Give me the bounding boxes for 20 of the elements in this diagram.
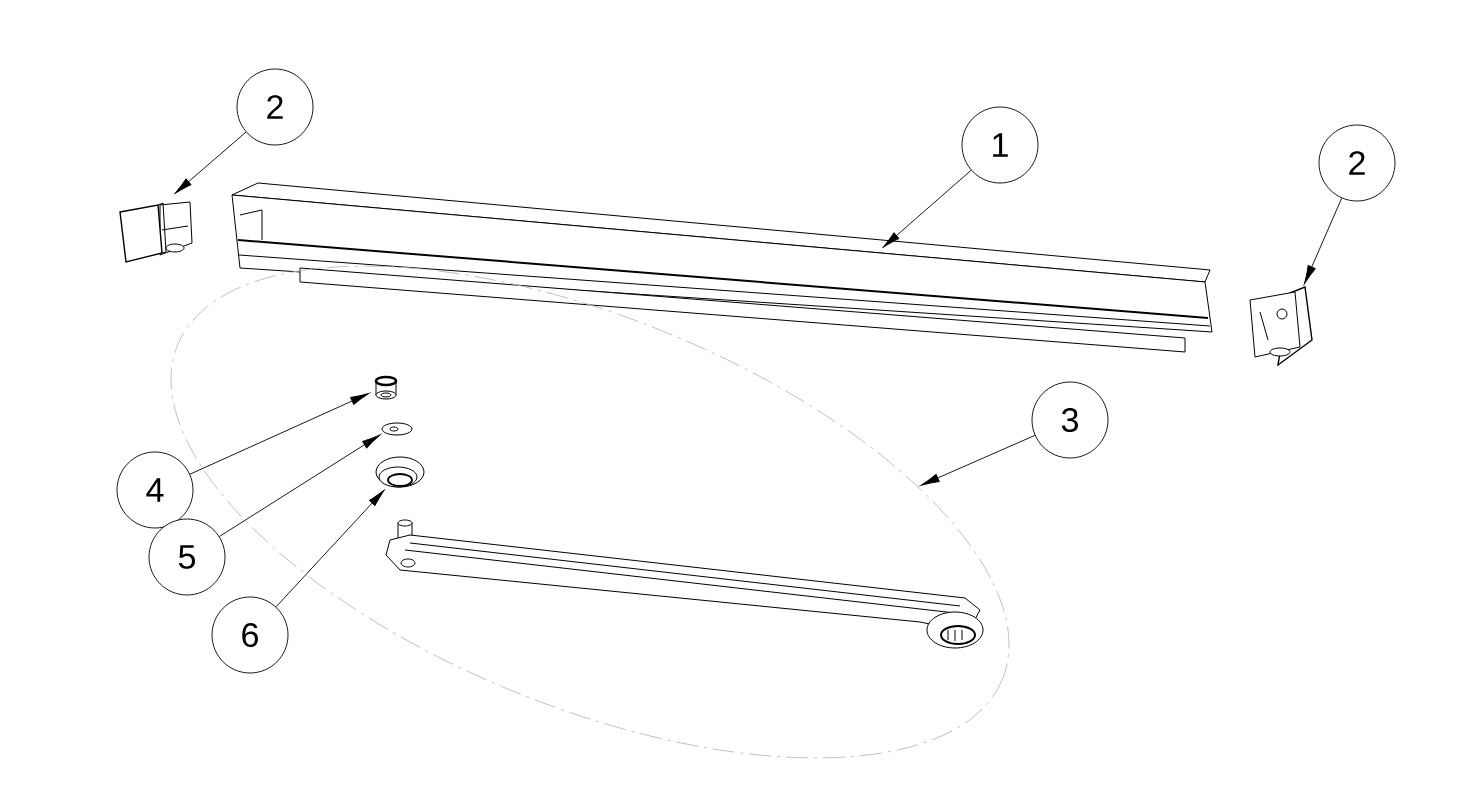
leader-line: [189, 393, 370, 475]
callout-number: 2: [1318, 124, 1396, 202]
end-cap-drawing: [119, 201, 193, 263]
rail-drawing: [231, 182, 1213, 353]
callout-number: 1: [961, 106, 1039, 184]
leader-line: [1303, 197, 1343, 285]
roller-drawing: [375, 456, 425, 488]
nut-drawing: [374, 375, 398, 400]
washer-drawing: [381, 422, 413, 436]
callout-number: 6: [211, 596, 289, 674]
callout-number: 2: [236, 68, 314, 146]
leader-line: [920, 435, 1036, 486]
dashed-outline: [170, 265, 1010, 759]
callout-number: 3: [1031, 381, 1109, 459]
callout-number: 4: [116, 451, 194, 529]
leader-line: [882, 169, 972, 249]
leader-line: [174, 131, 247, 195]
leader-line: [219, 434, 381, 537]
leader-line: [275, 489, 385, 608]
callout-number: 5: [148, 518, 226, 596]
